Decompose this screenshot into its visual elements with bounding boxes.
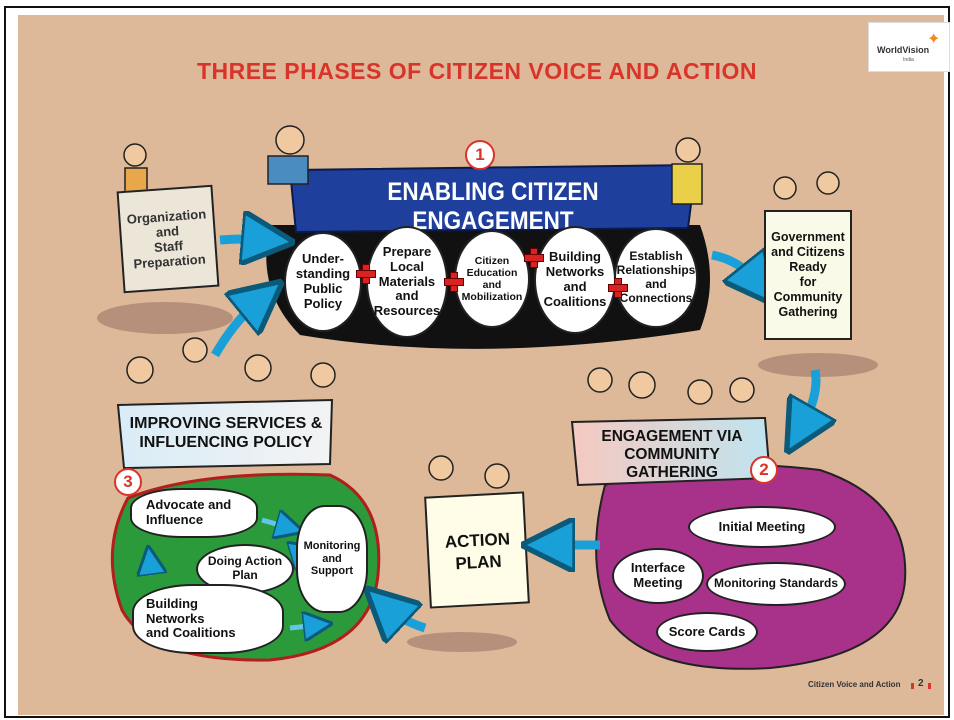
phase2-item-score-cards: Score Cards [656,612,758,652]
page-marker [928,683,931,689]
phase3-number: 3 [114,468,142,496]
phase1-item-policy: Under- standing Public Policy [284,232,362,332]
plus-icon [608,278,628,298]
arrow-icon [385,606,427,628]
organization-poster: Organization and Staff Preparation [116,184,220,294]
phase2-item-initial-meeting: Initial Meeting [688,506,836,548]
star-icon: ✦ [927,31,941,48]
logo-name: WorldVision [877,45,930,55]
phase1-item-education: Citizen Education and Mobilization [454,230,530,328]
government-poster: Government and Citizens Ready for Commun… [764,210,852,340]
phase2-item-interface-meeting: Interface Meeting [612,548,704,604]
phase1-banner: ENABLING CITIZEN ENGAGEMENT [387,178,599,235]
phase3-banner: IMPROVING SERVICES & INFLUENCING POLICY [129,415,323,452]
person-illustration [123,125,840,489]
arrow-icon [219,239,268,240]
phase1-item-relationships: Establish Relationships and Connections [614,228,698,328]
page-number: 2 [918,678,924,689]
phase1-item-materials: Prepare Local Materials and Resources [366,226,448,338]
arrow-icon [800,369,816,430]
worldvision-logo: ✦ WorldVision India [868,22,950,72]
arrow-icon [711,255,760,285]
phase3-item-monitoring: Monitoring and Support [296,505,368,613]
plus-icon [356,264,376,284]
phase2-banner: ENGAGEMENT VIA COMMUNITY GATHERING [601,428,743,481]
logo-subtitle: India [903,57,914,63]
phase2-item-monitoring-standards: Monitoring Standards [706,562,846,606]
page-marker [911,683,914,689]
shadow [97,302,233,334]
plus-icon [524,248,544,268]
shadow [407,632,517,652]
slide-title: THREE PHASES OF CITIZEN VOICE AND ACTION [196,58,758,84]
cycle-arrow-icon [261,520,290,528]
phase1-number: 1 [465,140,495,170]
plus-icon [444,272,464,292]
cycle-arrow-icon [289,625,318,628]
phase3-item-networks: Building Networks and Coalitions [132,584,284,654]
cycle-arrow-icon [150,560,152,575]
action-plan-label: ACTION PLAN [444,529,511,574]
footer-text: Citizen Voice and Action [808,680,901,689]
phase2-number: 2 [750,456,778,484]
phase1-item-networks: Building Networks and Coalitions [534,226,616,334]
arrow-icon [211,298,262,358]
phase3-item-advocate: Advocate and Influence [130,488,258,538]
phase3-banner-shape [116,398,334,470]
shadow [758,353,878,377]
